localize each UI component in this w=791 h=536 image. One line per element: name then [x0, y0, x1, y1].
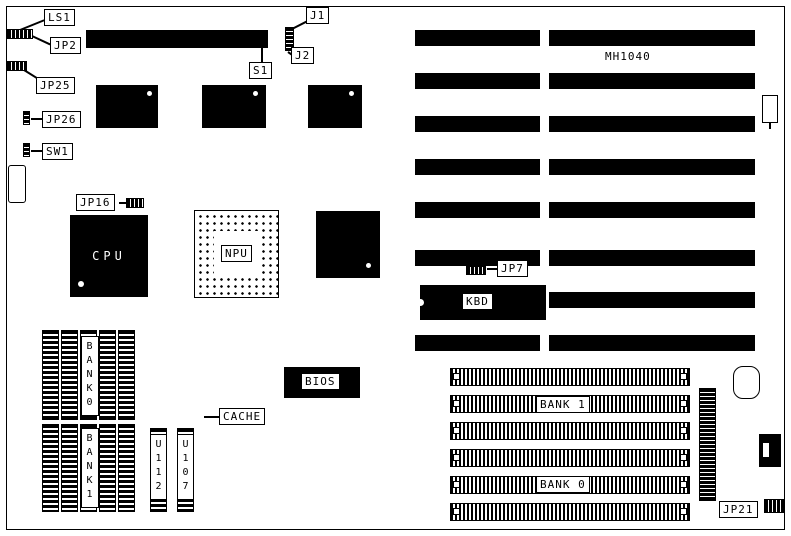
- round-connector-outline: [733, 366, 760, 399]
- bios-label: BIOS: [301, 373, 340, 390]
- simm-socket: [450, 449, 690, 467]
- kbd-label: KBD: [462, 293, 493, 310]
- isa-slot: [415, 202, 540, 218]
- isa-slot: [549, 73, 755, 89]
- qfp-chip-4: [316, 211, 380, 278]
- jp16-pointer-line: [119, 202, 126, 204]
- sw1-switch: [23, 143, 30, 157]
- qfp-chip-4-pin1-dot: [366, 263, 371, 268]
- qfp-chip-1-pin1-dot: [147, 91, 152, 96]
- u107-label: U107: [177, 434, 194, 500]
- dip-bank1-label: BANK1: [81, 428, 99, 508]
- label-jp7: JP7: [497, 260, 528, 277]
- top-slot-bar: [86, 30, 268, 48]
- qfp-chip-3-pin1-dot: [349, 91, 354, 96]
- board-outline: [6, 6, 785, 530]
- sw1-pointer-line: [31, 150, 42, 152]
- label-j2: J2: [291, 47, 315, 64]
- isa-slot: [549, 159, 755, 175]
- npu-socket: [194, 210, 279, 298]
- jp26-pointer-line: [31, 118, 42, 120]
- simm-latch: [680, 400, 687, 407]
- label-jp25: JP25: [36, 77, 75, 94]
- board-model-text: MH1040: [605, 50, 651, 63]
- jp25-connector: [7, 61, 27, 71]
- label-jp16: JP16: [76, 194, 115, 211]
- jp26-connector: [23, 111, 30, 125]
- isa-slot: [549, 116, 755, 132]
- simm-bank1-label: BANK 1: [536, 396, 590, 413]
- isa-slot: [549, 250, 755, 266]
- isa-slot: [549, 202, 755, 218]
- label-s1: S1: [249, 62, 273, 79]
- crystal-lead: [769, 123, 771, 129]
- dip-socket: [99, 424, 116, 512]
- dip-socket: [42, 424, 59, 512]
- dip-socket: [118, 424, 135, 512]
- simm-latch: [453, 427, 460, 434]
- cache-label: CACHE: [219, 408, 266, 425]
- label-j1: J1: [306, 7, 330, 24]
- dip-socket: [61, 330, 78, 420]
- crystal-component: [762, 95, 778, 123]
- simm-latch: [453, 454, 460, 461]
- power-connector: [699, 388, 716, 501]
- left-edge-connector: [8, 165, 26, 203]
- simm-latch: [680, 427, 687, 434]
- simm-latch: [680, 454, 687, 461]
- isa-slot: [549, 30, 755, 46]
- label-jp2: JP2: [50, 37, 81, 54]
- edge-component: [759, 434, 781, 467]
- jp21-connector: [764, 499, 785, 513]
- simm-socket: [450, 422, 690, 440]
- isa-slot: [415, 335, 540, 351]
- label-sw1: SW1: [42, 143, 73, 160]
- jp16-connector: [126, 198, 144, 208]
- edge-component-notch: [763, 443, 769, 457]
- s1-pointer-line: [261, 48, 263, 63]
- label-jp21: JP21: [719, 501, 758, 518]
- cpu-label: CPU: [92, 249, 126, 263]
- simm-bank0-label: BANK 0: [536, 476, 590, 493]
- simm-socket: [450, 503, 690, 521]
- dip-socket: [99, 330, 116, 420]
- label-ls1: LS1: [44, 9, 75, 26]
- ls1-jp2-connector: [7, 29, 33, 39]
- qfp-chip-3: [308, 85, 362, 128]
- qfp-chip-2-pin1-dot: [253, 91, 258, 96]
- isa-slot: [549, 335, 755, 351]
- jp7-pointer-line: [487, 268, 497, 270]
- kbd-notch: [417, 299, 424, 306]
- isa-slot: [415, 30, 540, 46]
- simm-latch: [453, 481, 460, 488]
- simm-latch: [453, 508, 460, 515]
- u112-label: U112: [150, 434, 167, 500]
- cache-pointer-line: [204, 416, 219, 418]
- dip-socket: [61, 424, 78, 512]
- simm-latch: [453, 373, 460, 380]
- j1-j2-connector: [285, 27, 294, 51]
- isa-slot: [415, 73, 540, 89]
- simm-latch: [680, 481, 687, 488]
- simm-socket: [450, 368, 690, 386]
- simm-latch: [680, 373, 687, 380]
- simm-latch: [453, 400, 460, 407]
- dip-socket: [42, 330, 59, 420]
- isa-slot: [549, 292, 755, 308]
- isa-slot: [415, 159, 540, 175]
- dip-socket: [118, 330, 135, 420]
- cpu-pin1-dot: [78, 281, 84, 287]
- dip-bank0-label: BANK0: [81, 336, 99, 416]
- jp7-connector: [466, 266, 486, 275]
- simm-latch: [680, 508, 687, 515]
- isa-slot: [415, 116, 540, 132]
- npu-label: NPU: [221, 245, 252, 262]
- label-jp26: JP26: [42, 111, 81, 128]
